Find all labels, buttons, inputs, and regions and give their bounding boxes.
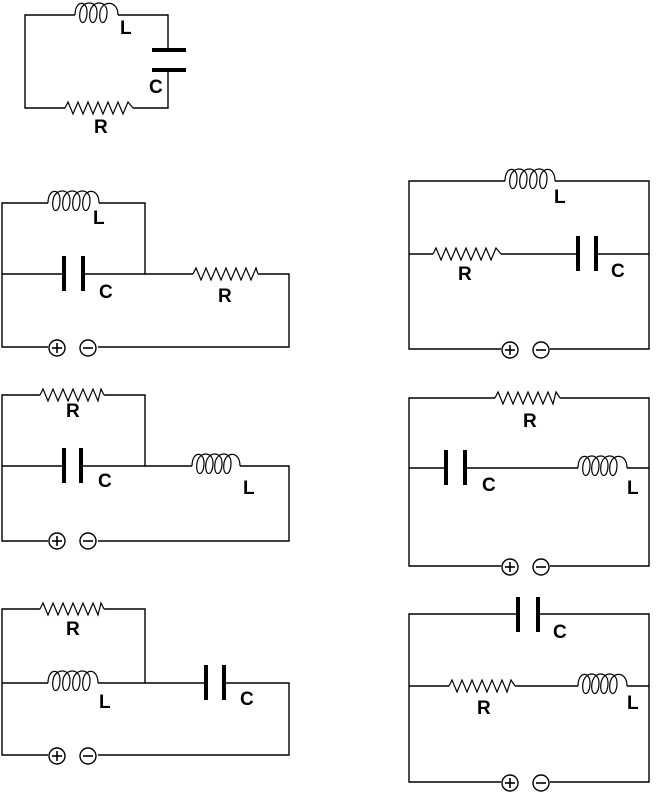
resistor-symbol	[39, 601, 105, 617]
resistor-symbol	[39, 387, 105, 403]
series-rlc-loop: L C R	[24, 2, 186, 138]
inductor-label: L	[627, 693, 639, 714]
positive-terminal	[48, 747, 66, 765]
inductor-symbol	[191, 453, 241, 475]
negative-terminal	[532, 341, 550, 359]
inductor-label: L	[120, 18, 132, 39]
inductor-symbol	[577, 455, 628, 477]
positive-terminal	[501, 341, 519, 359]
resistor-label: R	[523, 411, 537, 432]
capacitor-label: C	[99, 282, 113, 303]
capacitor-label: C	[240, 689, 254, 710]
resistor-label: R	[66, 401, 80, 422]
negative-terminal	[532, 558, 550, 576]
circuit-l-parallel-c-series-r: L C R	[1, 190, 290, 357]
circuit-r-parallel-lc-series: R C L	[408, 390, 650, 576]
capacitor-label: C	[98, 471, 112, 492]
inductor-symbol	[47, 190, 100, 212]
resistor-symbol	[64, 100, 134, 116]
inductor-symbol	[577, 673, 628, 695]
resistor-symbol	[432, 246, 502, 262]
negative-terminal	[79, 339, 97, 357]
inductor-label: L	[93, 208, 105, 229]
positive-terminal	[501, 774, 519, 792]
capacitor-label: C	[611, 261, 625, 282]
circuit-l-parallel-rc-series: L R C	[408, 168, 650, 359]
resistor-label: R	[218, 286, 232, 307]
resistor-label: R	[94, 117, 108, 138]
circuit-r-parallel-c-series-l: R C L	[1, 387, 290, 550]
positive-terminal	[501, 558, 519, 576]
inductor-symbol	[504, 168, 556, 190]
inductor-label: L	[627, 478, 639, 499]
circuit-c-parallel-rl-series: C R L	[408, 597, 650, 792]
resistor-label: R	[477, 698, 491, 719]
capacitor-label: C	[482, 475, 496, 496]
resistor-label: R	[458, 264, 472, 285]
inductor-label: L	[243, 478, 255, 499]
negative-terminal	[79, 747, 97, 765]
resistor-symbol	[494, 390, 561, 406]
positive-terminal	[48, 339, 66, 357]
capacitor-label: C	[149, 77, 163, 98]
inductor-symbol	[47, 670, 99, 692]
resistor-symbol	[448, 678, 516, 694]
circuit-rl-series-parallel-c-series: R L C	[1, 601, 290, 765]
negative-terminal	[79, 532, 97, 550]
resistor-label: R	[66, 619, 80, 640]
inductor-label: L	[99, 692, 111, 713]
resistor-symbol	[192, 266, 259, 282]
inductor-symbol	[74, 2, 119, 24]
positive-terminal	[48, 532, 66, 550]
inductor-label: L	[554, 187, 566, 208]
capacitor-label: C	[553, 622, 567, 643]
negative-terminal	[532, 774, 550, 792]
